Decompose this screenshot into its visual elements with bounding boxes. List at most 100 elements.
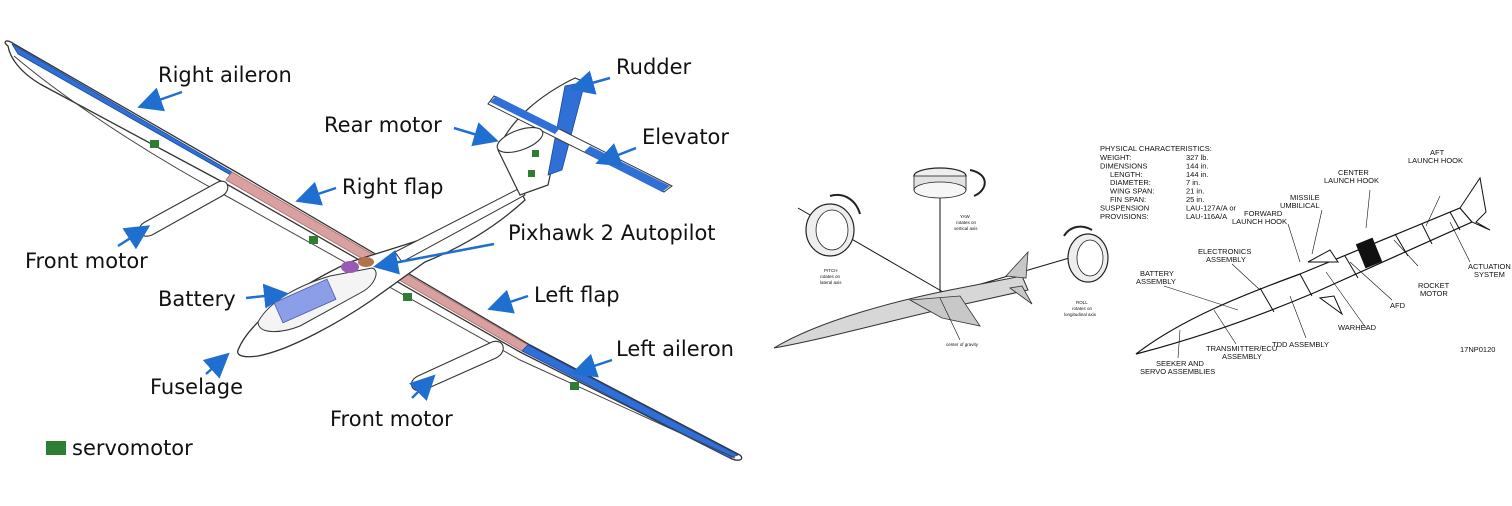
left-aileron-surface [521,344,739,459]
pitch-rotation-arrow [829,194,861,215]
label-pixhawk: Pixhawk 2 Autopilot [508,221,716,245]
missile-tail-fin-lower [1008,285,1033,305]
autopilot-block-2 [358,257,374,267]
physical-value: 7 in. [1186,178,1200,187]
physical-key: WING SPAN: [1110,187,1154,196]
figure-id: 17NP0120 [1460,345,1495,354]
pitch-ring-inner [815,209,849,251]
missile-band [1355,237,1383,269]
label-battery: Battery [158,287,236,311]
arrow [117,225,151,250]
missile-wing-left [908,295,981,327]
yaw-line2: rotates on [956,220,977,225]
yaw-title: YAW [960,214,971,219]
yaw-line3: vertical axis [954,226,978,231]
missile-body-left [773,275,1029,349]
arrow [295,181,337,206]
roll-title: ROLL [1076,300,1088,305]
missile-drawing: YAW rotates on vertical axis PITCH rotat… [773,144,1511,376]
label-right-aileron: Right aileron [158,63,292,87]
center-hook-2: LAUNCH HOOK [1324,176,1379,185]
center-hook-1: CENTER [1338,168,1369,177]
afd-label: AFD [1390,301,1406,310]
servo-marker [528,170,535,177]
servo-marker [309,236,318,244]
battery-block [273,278,337,324]
physical-value: LAU-127A/A or [1186,203,1237,212]
label-left-aileron: Left aileron [616,337,734,361]
elevator-surface [490,96,560,134]
rear-motor-pod [496,126,544,154]
physical-value: LAU-116A/A [1186,212,1227,221]
transmitter-1: TRANSMITTER/ECU [1206,344,1277,353]
physical-key: LENGTH: [1110,170,1143,179]
label-rudder: Rudder [616,55,692,79]
servo-marker [532,150,539,157]
warhead-label: WARHEAD [1338,323,1377,332]
arrow [487,289,529,314]
pitch-line2: rotates on [820,274,841,279]
actuation-1: ACTUATION [1468,262,1511,271]
physical-value: 327 lb. [1186,153,1209,162]
missile-tail-fin [1005,250,1029,279]
label-front-motor-left: Front motor [330,407,453,431]
physical-key: FIN SPAN: [1110,195,1146,204]
battery-1: BATTERY [1140,269,1174,278]
missile-diagram: YAW rotates on vertical axis PITCH rotat… [760,0,1512,506]
label-rear-motor: Rear motor [324,113,442,137]
cg-leader [939,297,961,341]
roll-line2: rotates on [1072,306,1093,311]
missile-tail-fins-right [1459,176,1491,231]
uav-diagram: Right aileron Rudder Rear motor Elevator… [4,40,743,461]
label-front-motor-right: Front motor [25,249,148,273]
arrow [373,242,495,275]
servo-marker [570,382,579,390]
yaw-ring-bottom [913,181,967,199]
physical-key: DIAMETER: [1110,178,1151,187]
part-leaders [1163,189,1471,359]
yaw-rotation-arrow [969,169,986,197]
legend-servo-swatch [46,441,66,455]
physical-key: WEIGHT: [1100,153,1131,162]
front-motor-right-pod [138,180,229,237]
physical-value: 144 in. [1186,170,1209,179]
servo-marker [403,293,412,301]
label-elevator: Elevator [642,125,729,149]
elevator-surface-right [584,146,670,192]
arrow [137,87,183,112]
arrow [453,122,499,147]
label-left-flap: Left flap [534,283,620,307]
physical-value: 144 in. [1186,161,1209,170]
roll-line3: longitudinal axis [1064,312,1097,317]
battery-2: ASSEMBLY [1136,277,1176,286]
seeker-2: SERVO ASSEMBLIES [1140,367,1215,376]
rocket-motor-2: MOTOR [1420,289,1448,298]
physical-heading: PHYSICAL CHARACTERISTICS: [1100,144,1212,153]
electronics-2: ASSEMBLY [1206,255,1246,264]
cg-label: center of gravity [946,342,979,347]
legend-servo-label: servomotor [72,436,193,460]
tdd-label: TDD ASSEMBLY [1272,340,1329,349]
arrow [245,283,289,309]
pitch-line3: lateral axis [820,280,842,285]
roll-ring-inner [1076,239,1104,277]
actuation-2: SYSTEM [1474,270,1505,279]
physical-key: PROVISIONS: [1100,212,1149,221]
arrow [409,374,436,401]
forward-hook-1: FORWARD [1244,209,1283,218]
label-right-flap: Right flap [342,175,443,199]
servo-marker [150,140,159,148]
physical-key: SUSPENSION [1100,203,1149,212]
forward-hook-2: LAUNCH HOOK [1232,217,1287,226]
umbilical-1: MISSILE [1290,193,1320,202]
transmitter-2: ASSEMBLY [1222,352,1262,361]
seeker-1: SEEKER AND [1156,359,1205,368]
rocket-motor-1: ROCKET [1418,281,1450,290]
physical-value: 21 in. [1186,187,1204,196]
label-fuselage: Fuselage [150,375,243,399]
arrow [595,143,637,167]
arrow [571,353,613,378]
physical-key: DIMENSIONS [1100,161,1148,170]
aft-hook-2: LAUNCH HOOK [1408,156,1463,165]
umbilical-2: UMBILICAL [1280,201,1320,210]
